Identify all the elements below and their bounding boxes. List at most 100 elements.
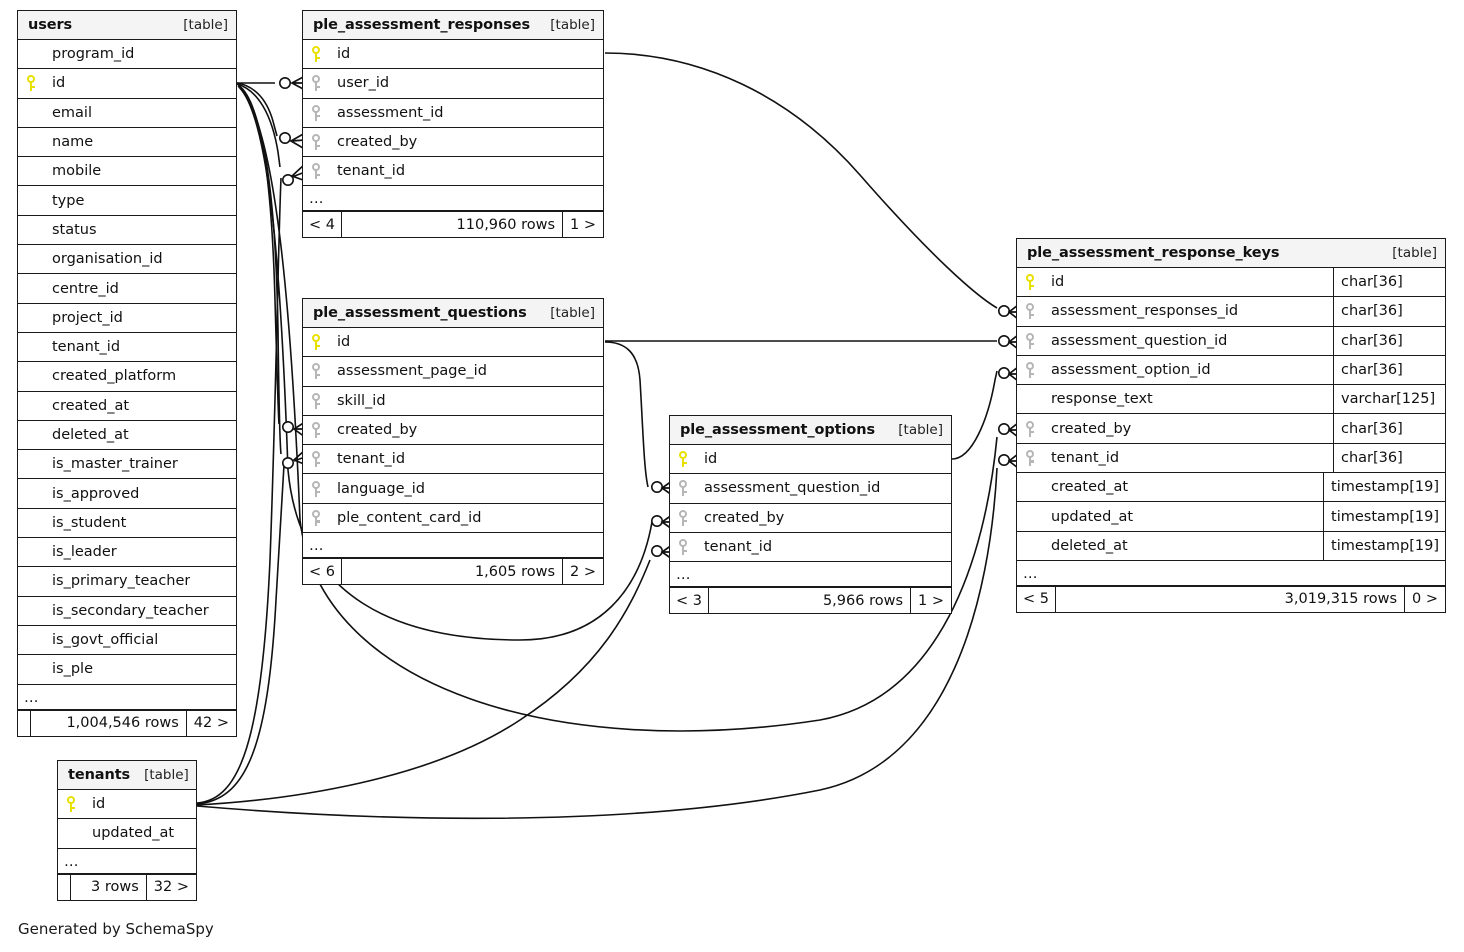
column-row[interactable]: program_id [18,40,236,70]
column-row[interactable]: mobile [18,157,236,187]
column-type: char[36] [1333,297,1445,326]
column-row[interactable]: is_approved [18,479,236,509]
column-row[interactable]: id [670,445,951,475]
edge-tenants-options-tenant_id [196,559,651,806]
next-tables-link[interactable]: 32 > [153,879,189,896]
prev-tables-link[interactable] [18,710,31,736]
more-columns-indicator: … [670,562,951,588]
column-name: is_primary_teacher [52,573,191,590]
column-name: is_student [52,514,127,531]
column-row[interactable]: project_id [18,304,236,333]
column-row[interactable]: is_govt_official [18,626,236,656]
prev-tables-link[interactable] [58,874,71,900]
column-name: response_text [1051,391,1153,408]
table-header-users[interactable]: users[table] [18,11,236,40]
column-name: updated_at [1051,508,1134,525]
edge-options-keys [951,370,998,460]
column-row[interactable]: updated_at timestamp[19] [1017,502,1445,532]
column-row[interactable]: assessment_id [303,99,603,128]
table-header-ple_assessment_responses[interactable]: ple_assessment_responses[table] [303,11,603,40]
row-count: 3,019,315 rows [1056,586,1406,612]
column-row[interactable]: id [303,40,603,70]
prev-tables-link[interactable]: < 6 [303,559,342,585]
column-row[interactable]: type [18,186,236,216]
next-tables-link[interactable]: 1 > [570,216,596,233]
foreign-key-icon [1017,420,1043,437]
table-ple_assessment_responses[interactable]: ple_assessment_responses[table]id user_id… [302,10,604,239]
column-row[interactable]: created_at [18,392,236,421]
edge-users-responses-created_by [236,82,278,137]
prev-tables-link[interactable]: < 3 [670,588,709,614]
column-row[interactable]: language_id [303,474,603,504]
column-row[interactable]: email [18,99,236,128]
table-header-ple_assessment_options[interactable]: ple_assessment_options[table] [670,416,951,445]
column-type: timestamp[19] [1323,502,1445,531]
next-tables-link[interactable]: 42 > [193,715,229,732]
column-row[interactable]: status [18,216,236,246]
column-row[interactable]: is_student [18,509,236,539]
column-name: assessment_responses_id [1051,303,1239,320]
column-name: tenant_id [52,339,121,356]
edge-questions-options [604,341,649,488]
column-row[interactable]: updated_at [58,819,196,849]
column-row[interactable]: tenant_id [303,445,603,475]
column-name: id [337,334,351,351]
table-header-ple_assessment_response_keys[interactable]: ple_assessment_response_keys[table] [1017,239,1445,268]
prev-tables-link[interactable]: < 4 [303,212,342,238]
edge-users-questions-tenant_id [237,85,282,455]
foreign-key-icon [1017,303,1043,320]
column-row[interactable]: assessment_page_id [303,357,603,387]
column-row[interactable]: is_secondary_teacher [18,597,236,626]
column-row[interactable]: assessment_responses_id char[36] [1017,297,1445,327]
column-row[interactable]: tenant_id [670,533,951,563]
column-row[interactable]: is_primary_teacher [18,567,236,597]
column-row[interactable]: id [18,69,236,99]
column-row[interactable]: created_by [303,128,603,158]
column-name: organisation_id [52,251,163,268]
prev-tables-link[interactable]: < 5 [1017,586,1056,612]
table-type-tag: [table] [898,421,943,438]
column-type: char[36] [1333,268,1445,297]
table-header-tenants[interactable]: tenants[table] [58,761,196,790]
column-row[interactable]: tenant_id [303,157,603,187]
column-name: is_ple [52,661,93,678]
column-row[interactable]: created_by [670,504,951,533]
next-tables-link[interactable]: 1 > [918,592,944,609]
column-name: user_id [337,75,390,92]
column-row[interactable]: user_id [303,69,603,99]
column-row[interactable]: is_master_trainer [18,450,236,480]
column-row[interactable]: is_leader [18,538,236,568]
column-row[interactable]: is_ple [18,655,236,685]
column-row[interactable]: tenant_id [18,333,236,363]
column-name: created_platform [52,368,177,385]
column-row[interactable]: assessment_question_id [670,474,951,504]
next-tables-link[interactable]: 2 > [570,563,596,580]
column-row[interactable]: skill_id [303,387,603,416]
next-tables-link[interactable]: 0 > [1412,591,1438,608]
column-row[interactable]: ple_content_card_id [303,504,603,534]
column-row[interactable]: id [58,790,196,820]
column-row[interactable]: organisation_id [18,245,236,275]
column-row[interactable]: name [18,128,236,158]
column-row[interactable]: deleted_at [18,421,236,451]
column-row[interactable]: created_platform [18,362,236,392]
column-row[interactable]: centre_id [18,274,236,304]
foreign-key-icon [303,104,329,121]
column-row[interactable]: id [303,328,603,358]
column-row[interactable]: created_by [303,416,603,446]
table-header-ple_assessment_questions[interactable]: ple_assessment_questions[table] [303,299,603,328]
table-ple_assessment_questions[interactable]: ple_assessment_questions[table]id assessm… [302,298,604,586]
